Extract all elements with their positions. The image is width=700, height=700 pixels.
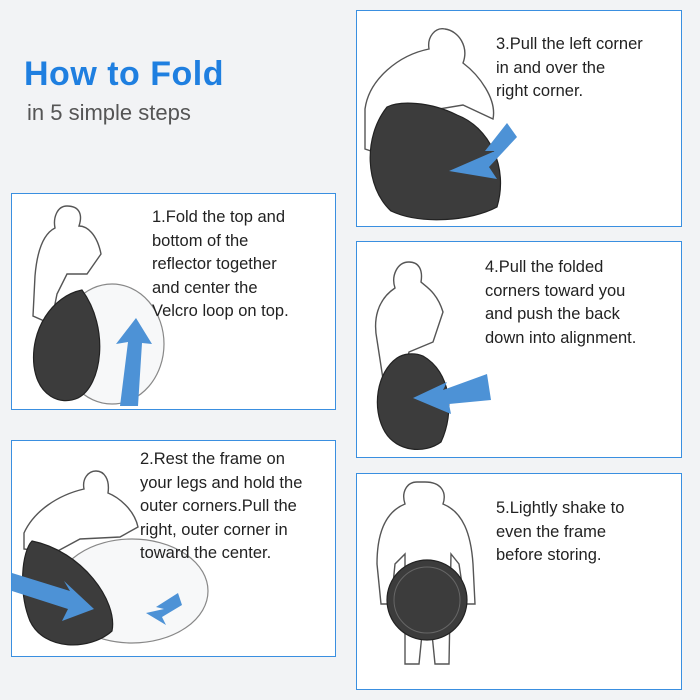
step-5-card: 5.Lightly shake to even the frame before…	[356, 473, 682, 690]
step-5-text: 5.Lightly shake to even the frame before…	[496, 499, 625, 564]
step-1-illustration	[32, 205, 165, 406]
step-2-card: 2.Rest the frame on your legs and hold t…	[11, 440, 336, 657]
step-3-illustration	[364, 28, 517, 221]
diagonal-arrow-icon	[449, 123, 517, 179]
step-4-illustration	[374, 261, 491, 450]
step-2-text: 2.Rest the frame on your legs and hold t…	[140, 450, 303, 562]
page-subtitle: in 5 simple steps	[27, 100, 191, 125]
step-2-illustration	[12, 470, 209, 646]
curved-arrow-icon	[116, 318, 152, 406]
step-5-illustration	[376, 481, 476, 665]
right-arrow-icon	[12, 573, 94, 621]
step-1-text: 1.Fold the top and bottom of the reflect…	[152, 208, 289, 320]
step-3-card: 3.Pull the left corner in and over the r…	[356, 10, 682, 227]
step-3-text: 3.Pull the left corner in and over the r…	[496, 35, 643, 100]
page-title: How to Fold	[24, 55, 225, 93]
left-arrow-icon	[146, 593, 182, 625]
left-curved-arrow-icon	[413, 374, 491, 414]
step-1-card: 1.Fold the top and bottom of the reflect…	[11, 193, 336, 410]
step-4-text: 4.Pull the folded corners toward you and…	[485, 258, 637, 347]
step-4-card: 4.Pull the folded corners toward you and…	[356, 241, 682, 458]
